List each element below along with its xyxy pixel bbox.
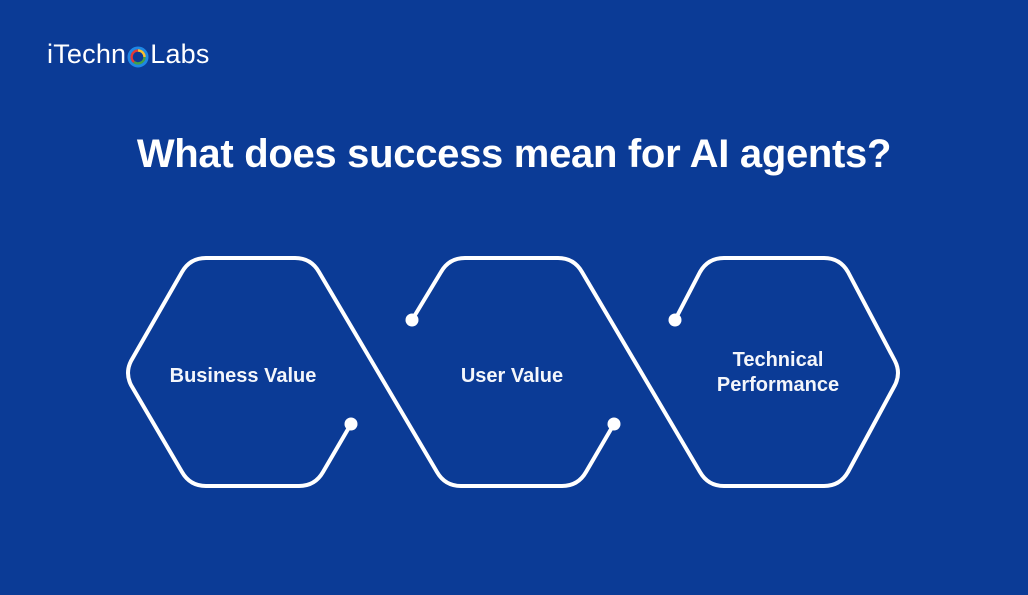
connector-dot-icon — [607, 417, 621, 431]
hexagon-outline-user-technical — [410, 256, 900, 488]
label-line-2: Performance — [716, 374, 840, 396]
connector-dot-icon — [344, 417, 358, 431]
hexagon-label-technical-performance: Technical Performance — [678, 348, 878, 398]
hexagon-label-user-value: User Value — [460, 365, 564, 387]
hexagon-outline-business-value — [126, 256, 616, 488]
logo-text-prefix: iTechn — [47, 38, 127, 69]
hexagon-label-business-value: Business Value — [169, 365, 317, 387]
logo-ring-icon — [127, 44, 149, 68]
label-line-1: Technical — [732, 349, 824, 371]
connector-dot-icon — [405, 313, 419, 327]
logo-text-suffix: Labs — [150, 38, 210, 69]
itechnolabs-logo: iTechn Labs — [47, 37, 210, 71]
page-title: What does success mean for AI agents? — [136, 132, 892, 176]
connector-dot-icon — [668, 313, 682, 327]
